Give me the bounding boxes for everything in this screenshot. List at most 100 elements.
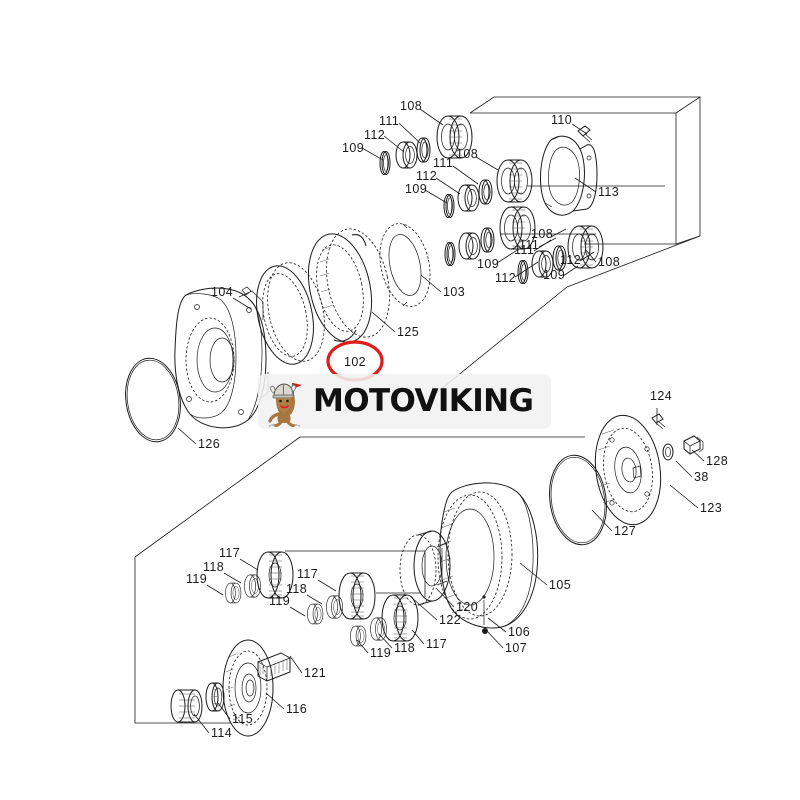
leader-line	[571, 123, 588, 135]
leader-line	[306, 594, 323, 605]
callout-111: 111	[519, 237, 557, 252]
callout-117: 117	[297, 567, 337, 592]
part-number-label: 118	[286, 582, 307, 596]
watermark-overlay: MOTOVIKING	[258, 374, 551, 429]
part-number-label: 108	[598, 255, 620, 269]
part-number-label: 103	[443, 285, 465, 299]
part-number-label: 110	[551, 113, 572, 127]
part-number-label: 116	[286, 702, 307, 716]
callout-118: 118	[203, 560, 242, 584]
leader-line	[206, 584, 224, 596]
part-number-label: 104	[211, 285, 233, 299]
leader-line	[398, 122, 421, 144]
callout-118: 118	[286, 582, 323, 605]
leader-line	[669, 484, 699, 509]
leader-line	[378, 633, 393, 649]
part-number-label: 109	[543, 268, 565, 282]
leader-line	[579, 251, 595, 262]
leader-line	[361, 147, 384, 161]
gear-stack-row-4	[517, 225, 604, 284]
part-number-label: 126	[198, 437, 220, 451]
part-number-label: 111	[514, 243, 534, 257]
part-number-label: 112	[416, 169, 437, 183]
part-number-label: 108	[400, 99, 422, 113]
part-number-label: 117	[297, 567, 318, 581]
viking-mascot-icon	[262, 377, 312, 428]
callout-118: 118	[378, 633, 415, 655]
leader-line	[574, 177, 597, 193]
callout-38: 38	[675, 460, 708, 484]
callout-121: 121	[289, 655, 326, 680]
part-number-label: 111	[433, 156, 453, 170]
upper-cluster-frame	[429, 96, 701, 399]
leader-line	[562, 265, 579, 277]
highlight-part-number: 102	[344, 355, 366, 369]
watermark-text: MOTOVIKING	[313, 383, 534, 419]
part-114-coupling	[170, 689, 203, 723]
leader-line	[193, 713, 210, 734]
part-128-plug	[683, 435, 704, 455]
part-number-label: 121	[304, 666, 326, 680]
part-116-plate	[222, 639, 274, 737]
part-102-seal-ring	[256, 262, 325, 365]
part-number-label: 118	[394, 641, 415, 655]
callout-109: 109	[543, 265, 579, 282]
part-123-cover	[594, 414, 662, 526]
leader-line	[177, 427, 197, 445]
callout-109: 109	[405, 182, 448, 204]
leader-line	[514, 261, 539, 278]
callout-105: 105	[519, 562, 571, 592]
callout-112: 112	[560, 251, 595, 267]
leader-line	[585, 249, 597, 263]
callout-108: 108	[400, 99, 444, 126]
part-104-housing	[174, 286, 269, 429]
part-number-label: 119	[269, 594, 290, 608]
part-121-shaft	[257, 652, 291, 682]
leader-line	[475, 156, 499, 171]
part-126-oring	[125, 357, 181, 443]
part-number-label: 125	[397, 325, 419, 339]
part-122-120-carrier	[399, 530, 451, 606]
part-number-label: 111	[379, 114, 399, 128]
callout-115: 115	[217, 702, 253, 726]
leader-line	[424, 189, 448, 204]
part-127-oring	[549, 454, 607, 546]
leader-line	[591, 509, 613, 532]
part-number-label: 118	[203, 560, 224, 574]
leader-line	[383, 135, 405, 153]
callout-110: 110	[551, 113, 588, 135]
part-number-label: 123	[700, 501, 722, 515]
part-105-ring-gear	[437, 482, 539, 629]
callout-103: 103	[420, 274, 465, 299]
leader-line	[538, 237, 557, 248]
gear-stack-row-1	[379, 115, 473, 175]
part-103-ring	[379, 223, 431, 307]
leader-line	[691, 449, 705, 462]
callout-119: 119	[356, 639, 391, 660]
leader-line	[519, 562, 548, 586]
callout-122: 122	[410, 596, 461, 627]
part-number-label: 117	[426, 637, 447, 651]
callout-119: 119	[269, 594, 306, 617]
callout-120: 120	[435, 587, 478, 614]
callout-108: 108	[456, 147, 499, 171]
part-number-label: 122	[439, 613, 461, 627]
leader-line	[265, 692, 285, 710]
part-number-label: 119	[370, 646, 391, 660]
leader-line	[317, 579, 337, 592]
part-number-label: 105	[549, 578, 571, 592]
callout-109: 109	[342, 141, 384, 161]
callout-126: 126	[177, 427, 220, 451]
leader-line	[420, 274, 442, 293]
leader-line	[496, 248, 520, 264]
callout-113: 113	[574, 177, 619, 199]
callout-104: 104	[211, 285, 252, 310]
leader-line	[232, 297, 252, 310]
part-number-label: 115	[232, 712, 253, 726]
part-number-label: 108	[531, 227, 553, 241]
leader-line	[217, 702, 231, 720]
leader-line	[550, 228, 567, 238]
leader-line	[411, 629, 425, 645]
